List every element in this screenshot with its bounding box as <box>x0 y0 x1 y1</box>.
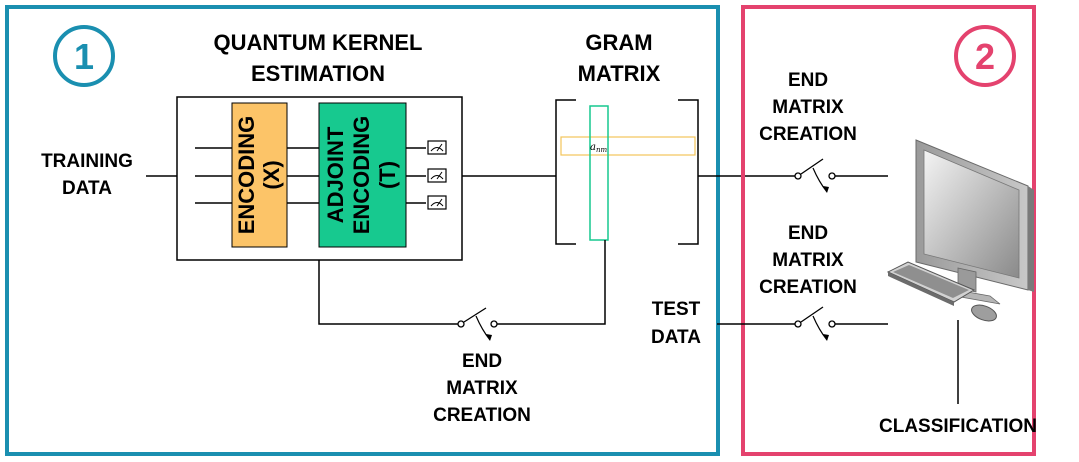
test-data-line2: DATA <box>651 327 701 348</box>
end-creation-2-line2: MATRIX <box>772 97 844 118</box>
panel-2-number-circle <box>954 25 1016 87</box>
encoding-label-line1: ENCODING <box>234 116 259 235</box>
meter-icon <box>427 168 447 183</box>
gram-row-highlight <box>560 136 696 156</box>
training-data-line1: TRAINING <box>41 151 133 172</box>
panel-2-number: 2 <box>975 36 995 77</box>
adjoint-label-line3: (T) <box>375 161 400 189</box>
encoding-block <box>231 102 288 248</box>
end-creation-1-line2: MATRIX <box>446 378 518 399</box>
end-creation-3-line1: END <box>788 223 828 244</box>
training-data-line2: DATA <box>62 178 112 199</box>
gram-right-bracket <box>678 99 699 245</box>
panel-1-number-circle <box>53 25 115 87</box>
gram-column-highlight <box>589 105 609 241</box>
adjoint-encoding-block <box>318 102 407 248</box>
switch-icon <box>794 158 836 193</box>
gram-title-line2: MATRIX <box>578 61 661 86</box>
test-data-line1: TEST <box>652 299 701 320</box>
switch-icon <box>457 307 498 341</box>
end-creation-2-line1: END <box>788 70 828 91</box>
adjoint-label-line2: ENCODING <box>349 116 374 235</box>
computer-icon <box>886 139 1034 322</box>
meter-icon <box>427 195 447 210</box>
meter-icon <box>427 140 447 155</box>
qke-title-line1: QUANTUM KERNEL <box>214 30 423 55</box>
gram-left-bracket <box>555 99 576 245</box>
end-creation-2-line3: CREATION <box>759 124 857 145</box>
matrix-element-label: anm <box>590 142 607 154</box>
end-creation-1-line1: END <box>462 351 502 372</box>
adjoint-label-line1: ADJOINT <box>323 126 348 223</box>
panel-1-frame <box>5 5 720 456</box>
panel-1-number: 1 <box>74 36 94 77</box>
end-creation-3-line3: CREATION <box>759 277 857 298</box>
switch-icon <box>794 306 836 341</box>
gram-title-line1: GRAM <box>585 30 652 55</box>
qke-title-line2: ESTIMATION <box>251 61 385 86</box>
encoding-label-line2: (X) <box>259 160 284 189</box>
classification-label: CLASSIFICATION <box>879 416 1037 437</box>
end-creation-1-line3: CREATION <box>433 405 531 426</box>
feedback-wire-left <box>318 260 458 325</box>
feedback-wire-right <box>496 240 606 325</box>
end-creation-3-line2: MATRIX <box>772 250 844 271</box>
